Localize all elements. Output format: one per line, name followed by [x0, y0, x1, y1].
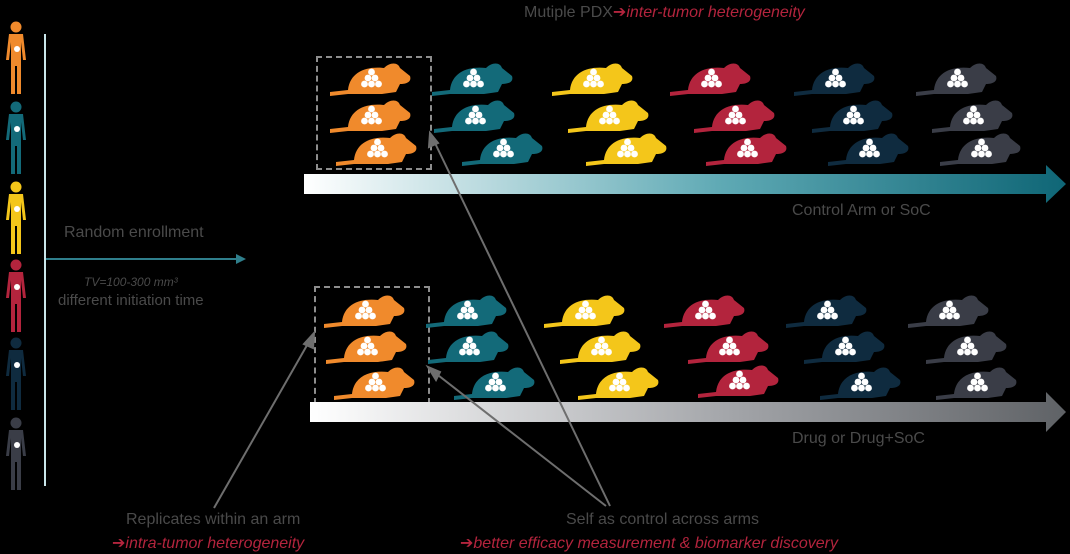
self-emphasis-line: ➔better efficacy measurement & biomarker…: [460, 533, 838, 553]
self-control-label: Self as control across arms: [566, 511, 759, 529]
self-emphasis: better efficacy measurement & biomarker …: [473, 535, 838, 552]
replicates-emphasis: intra-tumor heterogeneity: [125, 535, 304, 552]
self-arrow-glyph: ➔: [460, 535, 473, 552]
replicates-emphasis-line: ➔intra-tumor heterogeneity: [112, 533, 304, 553]
replicates-label: Replicates within an arm: [126, 511, 300, 529]
replicates-arrow-glyph: ➔: [112, 535, 125, 552]
